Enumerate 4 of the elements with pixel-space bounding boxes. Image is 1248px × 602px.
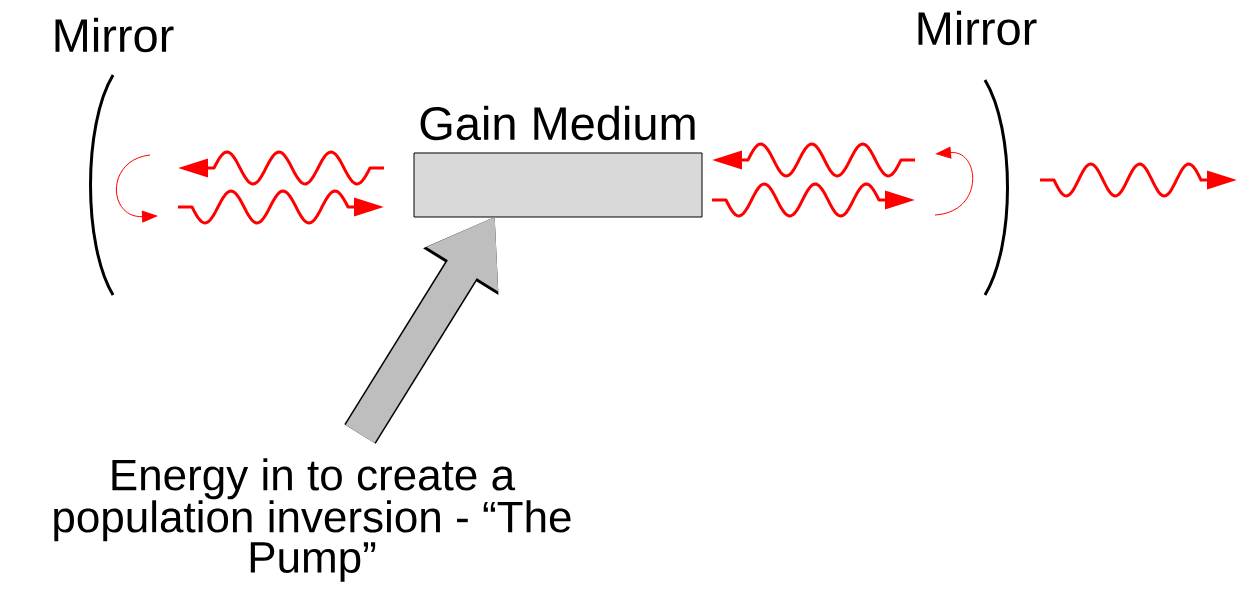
caption-text: Energy in to create a population inversion - “The Pump” <box>54 458 571 582</box>
mirror-label: Mirror <box>918 10 1037 46</box>
mirror-label: Mirror <box>55 17 174 53</box>
box-heading: Gain Medium <box>420 105 695 141</box>
